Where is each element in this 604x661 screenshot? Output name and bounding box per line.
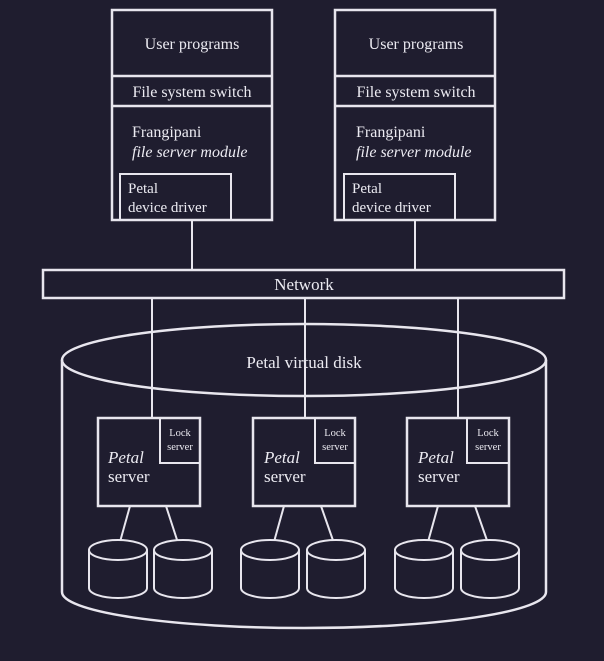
driver-label-line1: Petal [128, 181, 158, 197]
file-server-module-label: file server module [356, 144, 472, 161]
fs-switch-label: File system switch [132, 84, 251, 101]
petal-server-1: Lock server Petal server [96, 416, 202, 550]
petal-server-2: Lock server Petal server [251, 416, 357, 550]
lock-server-label-line1: Lock [477, 428, 499, 439]
driver-label-line1: Petal [352, 181, 382, 197]
disk-drives [88, 539, 520, 599]
disk-icon [460, 539, 520, 599]
network-bar: Network [41, 268, 566, 300]
file-server-module-label: file server module [132, 144, 248, 161]
server-label-line2: server [264, 467, 306, 486]
server-label-line1: Petal [417, 448, 454, 467]
user-programs-label: User programs [145, 36, 240, 53]
server-label-line1: Petal [263, 448, 300, 467]
lock-server-label-line2: server [167, 442, 193, 453]
network-label: Network [274, 275, 334, 294]
client-machine-2: User programs File system switch Frangip… [333, 8, 497, 222]
disk-icon [306, 539, 366, 599]
lock-server-label-line1: Lock [169, 428, 191, 439]
petal-server-3: Lock server Petal server [405, 416, 511, 550]
driver-label-line2: device driver [128, 200, 207, 216]
lock-server-label-line1: Lock [324, 428, 346, 439]
disk-icon [240, 539, 300, 599]
frangipani-label: Frangipani [132, 124, 202, 141]
disk-icon [88, 539, 148, 599]
lock-server-label-line2: server [475, 442, 501, 453]
disk-icon [394, 539, 454, 599]
server-label-line1: Petal [107, 448, 144, 467]
fs-switch-label: File system switch [356, 84, 475, 101]
lock-server-label-line2: server [322, 442, 348, 453]
client-machine-1: User programs File system switch Frangip… [110, 8, 274, 222]
driver-label-line2: device driver [352, 200, 431, 216]
user-programs-label: User programs [369, 36, 464, 53]
frangipani-label: Frangipani [356, 124, 426, 141]
server-label-line2: server [418, 467, 460, 486]
server-label-line2: server [108, 467, 150, 486]
disk-icon [153, 539, 213, 599]
